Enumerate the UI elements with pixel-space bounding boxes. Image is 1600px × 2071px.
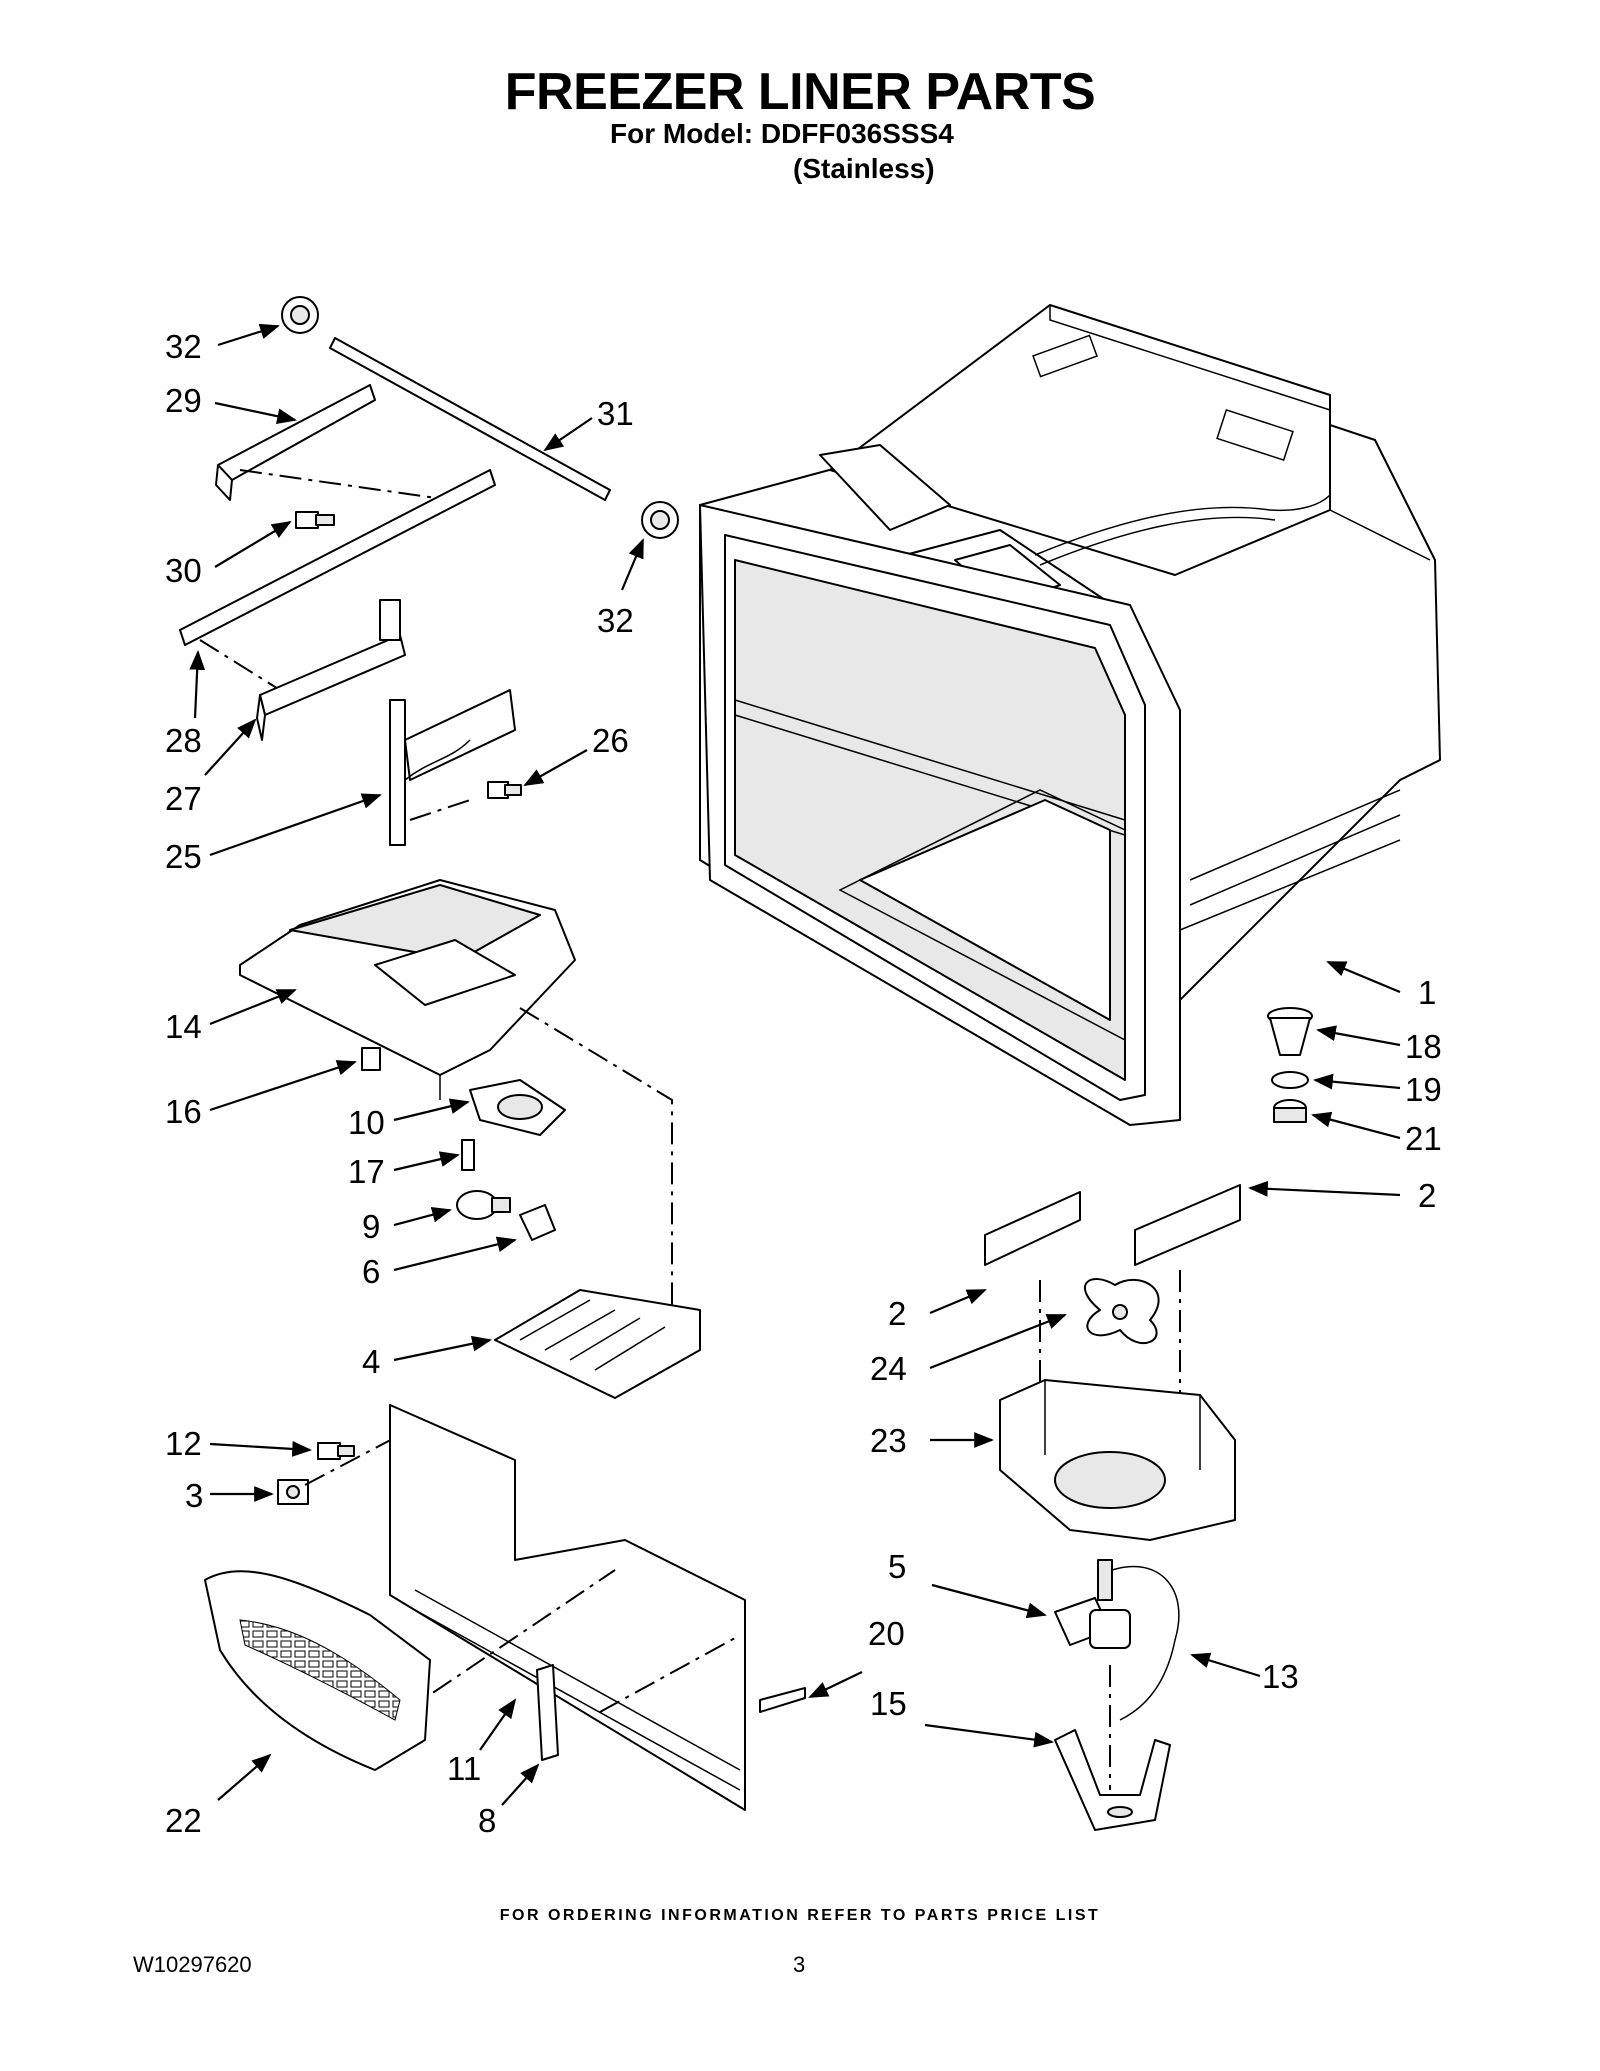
- grille-tray-4: [494, 1289, 701, 1399]
- callout-2: 2: [1418, 1177, 1436, 1214]
- callout-8: 8: [478, 1802, 496, 1839]
- callout-30: 30: [165, 552, 202, 589]
- ring-19: [1271, 1071, 1309, 1089]
- slide-rail-28: [179, 469, 496, 646]
- model-line: For Model: DDFF036SSS4: [610, 118, 954, 149]
- callout-15: 15: [870, 1685, 907, 1722]
- callout-18: 18: [1405, 1028, 1442, 1065]
- control-housing-14: [239, 879, 576, 1100]
- callout-32: 32: [597, 602, 634, 639]
- callout-29: 29: [165, 382, 202, 419]
- callout-10: 10: [348, 1104, 385, 1141]
- evaporator-cover-11: [389, 1404, 746, 1811]
- bracket-3: [277, 1479, 309, 1505]
- socket-6: [519, 1204, 556, 1241]
- rod-31: [329, 337, 611, 501]
- callout-19: 19: [1405, 1071, 1442, 1108]
- bracket-25: [389, 689, 516, 846]
- callout-28: 28: [165, 722, 202, 759]
- switch-16: [361, 1047, 381, 1071]
- fan-shroud-23: [999, 1379, 1236, 1541]
- wire-harness-13: [1111, 1565, 1180, 1721]
- gasket-20: [759, 1687, 806, 1713]
- insulation-2-right: [1134, 1184, 1241, 1266]
- page-number: 3: [793, 1952, 806, 1977]
- bulb-9: [456, 1190, 511, 1220]
- gear-32-mid: [641, 501, 679, 539]
- callout-14: 14: [165, 1008, 202, 1045]
- fan-blade-24: [1084, 1278, 1160, 1345]
- callout-27: 27: [165, 780, 202, 817]
- callout-1: 1: [1418, 974, 1436, 1011]
- gear-32-top: [281, 296, 319, 334]
- callout-6: 6: [362, 1253, 380, 1290]
- callout-5: 5: [888, 1548, 906, 1585]
- callout-13: 13: [1262, 1658, 1299, 1695]
- callout-26: 26: [592, 722, 629, 759]
- screw-30: [295, 511, 335, 529]
- callout-labels: 32 29 31 30 32 28 27 26 25 14 16 10 17 9…: [165, 328, 1442, 1839]
- page-title: FREEZER LINER PARTS: [504, 63, 1096, 121]
- callout-2: 2: [888, 1295, 906, 1332]
- motor-bracket-15: [1054, 1729, 1171, 1831]
- callout-3: 3: [185, 1477, 203, 1514]
- rear-grille-22: [204, 1570, 431, 1771]
- callout-16: 16: [165, 1093, 202, 1130]
- insulation-2-left: [984, 1191, 1081, 1266]
- plug-21: [1273, 1099, 1307, 1123]
- light-cover-10: [469, 1079, 566, 1136]
- callout-12: 12: [165, 1425, 202, 1462]
- screw-12: [317, 1442, 355, 1460]
- callout-25: 25: [165, 838, 202, 875]
- callout-22: 22: [165, 1802, 202, 1839]
- drain-funnel-18: [1267, 1007, 1313, 1056]
- callout-23: 23: [870, 1422, 907, 1459]
- drain-trough-8: [536, 1664, 559, 1761]
- leader-lines: [189, 323, 1401, 1806]
- ordering-note: FOR ORDERING INFORMATION REFER TO PARTS …: [499, 1907, 1101, 1924]
- rail-bracket-27: [256, 599, 406, 741]
- callout-31: 31: [597, 395, 634, 432]
- freezer-liner: [699, 304, 1441, 1126]
- callout-24: 24: [870, 1350, 907, 1387]
- rail-bracket-29: [215, 384, 376, 501]
- callout-20: 20: [868, 1615, 905, 1652]
- callout-4: 4: [362, 1343, 380, 1380]
- fan-motor-5: [1054, 1559, 1131, 1649]
- callout-17: 17: [348, 1153, 385, 1190]
- callout-9: 9: [362, 1208, 380, 1245]
- callout-11: 11: [447, 1750, 481, 1787]
- callout-21: 21: [1405, 1120, 1442, 1157]
- screw-26: [487, 781, 522, 799]
- model-variant: (Stainless): [793, 153, 935, 184]
- callout-32: 32: [165, 328, 202, 365]
- screw-17: [461, 1139, 475, 1171]
- document-number: W10297620: [133, 1952, 252, 1977]
